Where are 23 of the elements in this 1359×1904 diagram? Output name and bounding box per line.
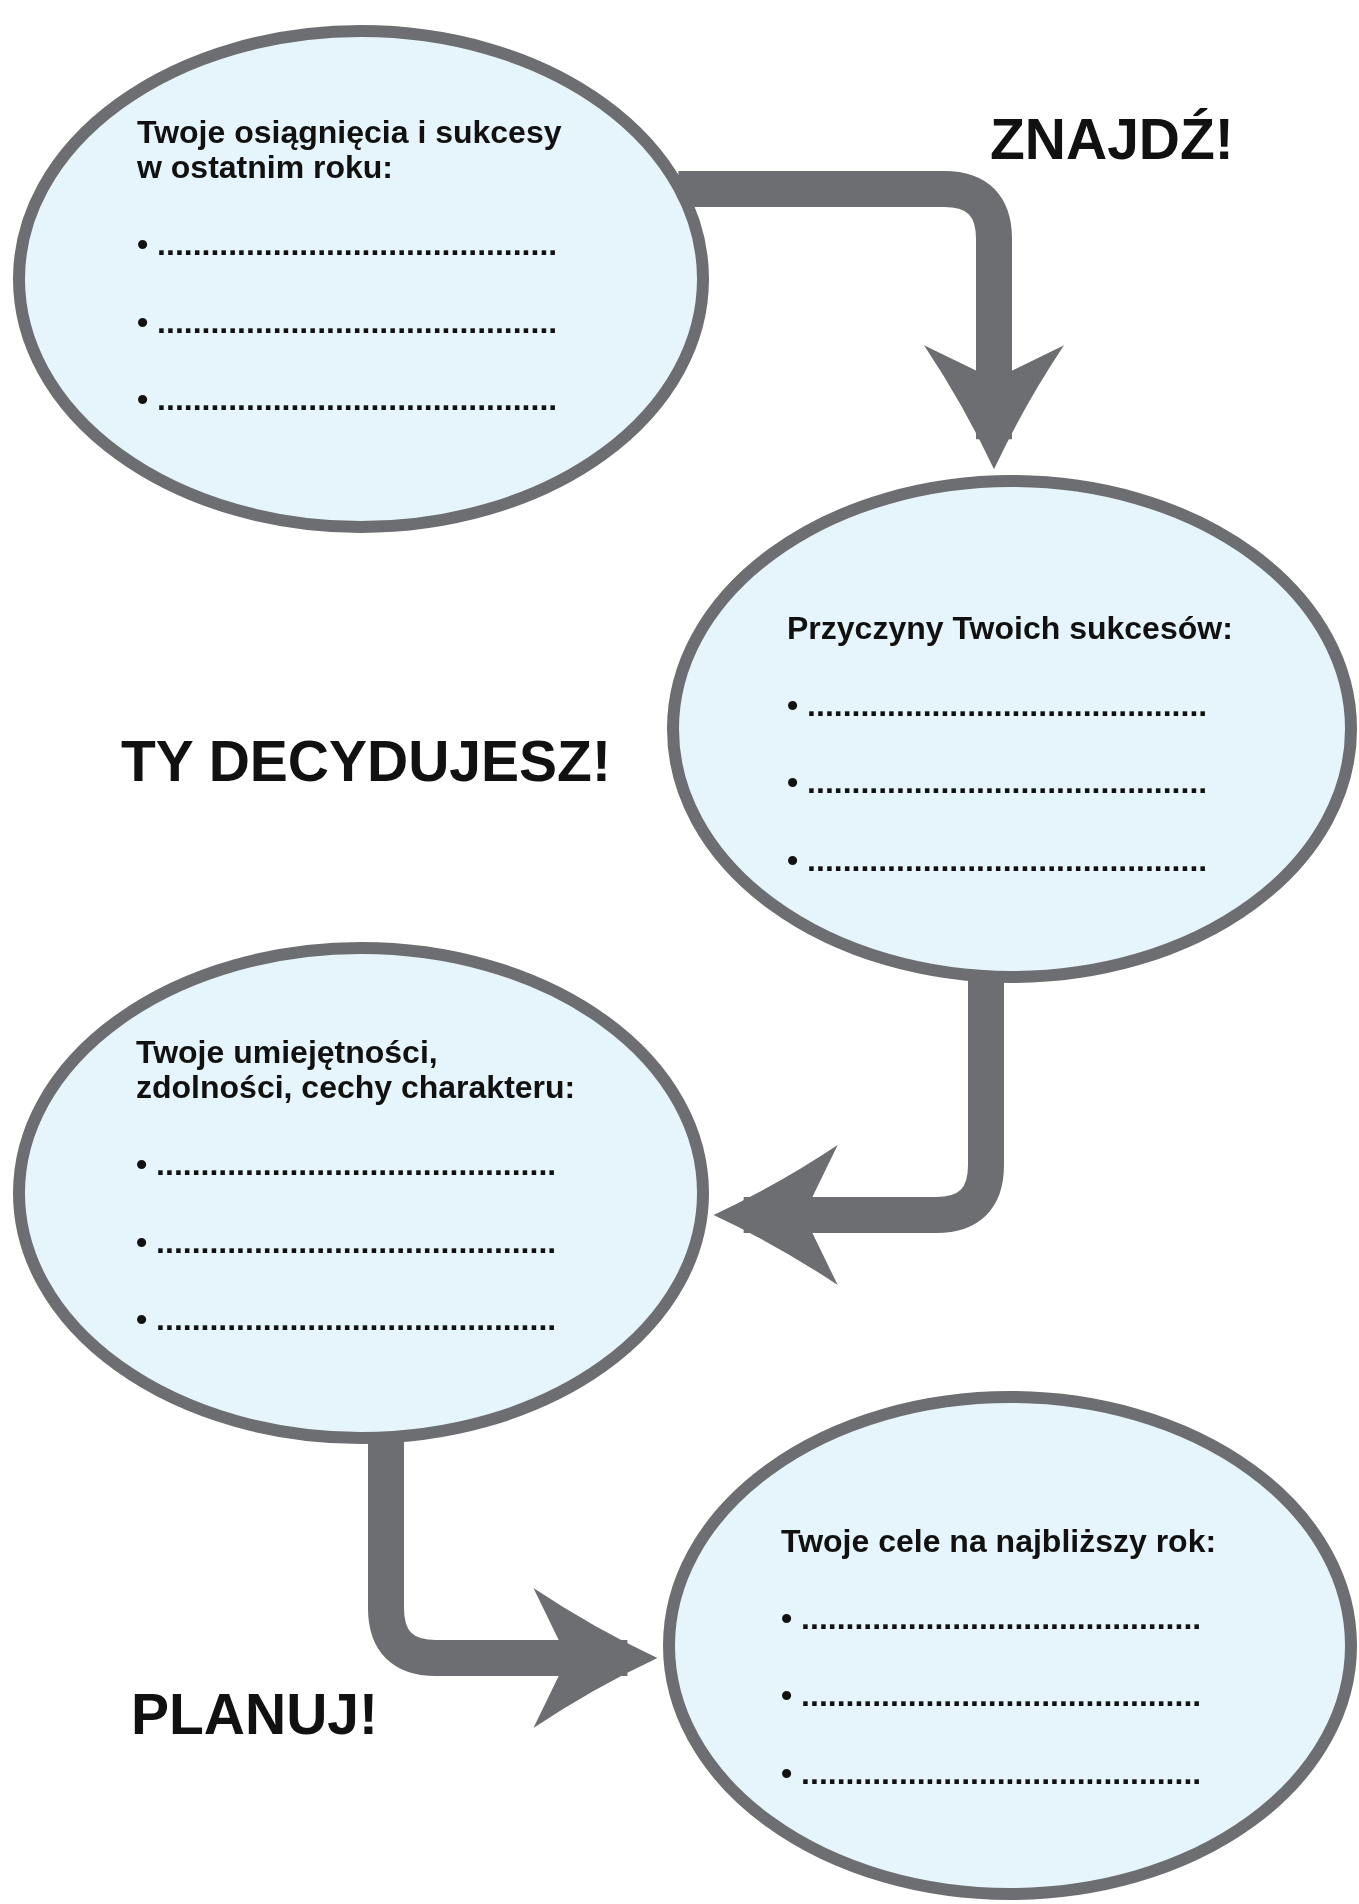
fill-in-line: • ............................................. — [136, 1147, 558, 1183]
fill-in-line: • ............................................. — [137, 227, 559, 263]
fill-in-line: • ............................................. — [136, 1224, 558, 1260]
fill-in-line: • ............................................. — [787, 842, 1209, 878]
ellipse-node — [662, 1390, 1358, 1901]
fill-in-line: • ............................................. — [137, 381, 559, 417]
ellipse-node — [12, 941, 710, 1445]
fill-in-line: • ............................................. — [781, 1755, 1203, 1791]
fill-in-line: • ............................................. — [787, 765, 1209, 801]
fill-in-line: • ............................................. — [781, 1601, 1203, 1637]
fill-in-line: • ............................................. — [136, 1301, 558, 1337]
fill-in-line: • ............................................. — [787, 688, 1209, 724]
fill-in-line: • ............................................. — [137, 304, 559, 340]
question-heading: Twoje umiejętności, zdolności, cechy charakteru: — [136, 1035, 577, 1106]
question-heading: Przyczyny Twoich sukcesów: — [787, 611, 1234, 647]
slogan-text: PLANUJ! — [131, 1683, 378, 1746]
slogan-text: ZNAJDŹ! — [990, 108, 1234, 171]
fill-in-line: • ............................................. — [781, 1678, 1203, 1714]
question-heading: Twoje cele na najbliższy rok: — [781, 1524, 1218, 1560]
slogan-text: TY DECYDUJESZ! — [121, 730, 611, 793]
ellipse-node — [666, 474, 1358, 984]
ellipse-node — [12, 24, 710, 534]
question-heading: Twoje osiągnięcia i sukcesy w ostatnim roku: — [137, 115, 563, 186]
